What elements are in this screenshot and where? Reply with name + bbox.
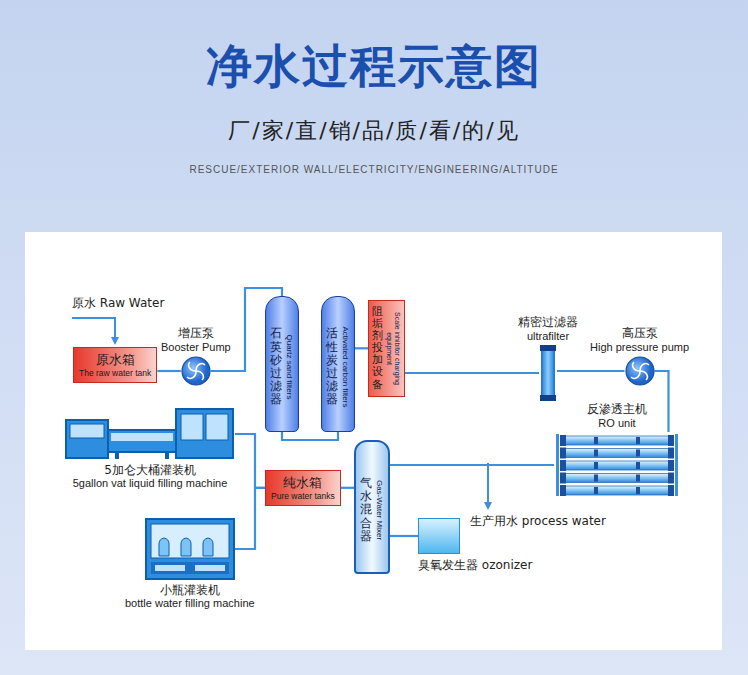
label-text: 臭氧发生器 ozonizer bbox=[418, 557, 532, 574]
pipe-connector bbox=[390, 464, 554, 466]
label-text: ultrafilter bbox=[527, 330, 569, 343]
rotated-label: Gas-Water Mixer bbox=[374, 460, 384, 560]
pipe-connector bbox=[390, 535, 418, 537]
machine-art-art bbox=[65, 408, 235, 460]
filter-vessel: 石英砂过滤器Quartz sand filters bbox=[265, 296, 299, 432]
pipe-connector bbox=[355, 347, 368, 349]
pipe-connector bbox=[655, 371, 669, 432]
label-text: Booster Pump bbox=[161, 341, 231, 354]
ozonizer-node: 臭氧发生器 ozonizer bbox=[418, 518, 532, 574]
vertical-label: 石英砂过滤器 bbox=[270, 327, 282, 406]
tank-box: 原水箱The raw water tank bbox=[73, 347, 157, 383]
rotated-label: Scale inhibitor charging equipment bbox=[384, 306, 401, 390]
page-title: 净水过程示意图 bbox=[0, 36, 748, 98]
text-label: RESCUE/EXTERIOR WALL/ELECTRICITY/ENGINEE… bbox=[0, 164, 748, 175]
label-text: Pure water tanks bbox=[271, 491, 335, 501]
label-text: The raw water tank bbox=[79, 368, 151, 378]
label-text: 原水箱 bbox=[79, 352, 151, 368]
process-water-pipe bbox=[487, 463, 489, 508]
vertical-label: 气水混合器 bbox=[360, 477, 372, 543]
vertical-label: 阻垢剂投加设备 bbox=[372, 306, 383, 391]
text-label: 生产用水 process water bbox=[470, 513, 606, 530]
vertical-label: 活性炭过滤器 bbox=[326, 327, 338, 406]
label-text: 高压泵 bbox=[622, 327, 658, 341]
label-text: bottle water filling machine bbox=[125, 597, 255, 609]
pipe-connector bbox=[235, 434, 265, 488]
pump-node: 增压泵Booster Pump bbox=[161, 327, 231, 386]
pump-symbol bbox=[181, 356, 211, 386]
label-text: 反渗透主机 bbox=[587, 403, 647, 417]
label-text: 5加仑大桶灌装机 bbox=[104, 463, 196, 477]
machine-art bbox=[65, 408, 235, 460]
pump-symbol-art bbox=[181, 356, 211, 386]
pipe-connector bbox=[282, 432, 338, 440]
text-label: 厂/家/直/销/品/质/看/的/见 bbox=[0, 116, 748, 146]
pump-symbol bbox=[625, 356, 655, 386]
filter-node: 精密过滤器ultrafilter bbox=[518, 316, 578, 401]
rotated-wrap: Gas-Water Mixer bbox=[374, 460, 384, 560]
pump-symbol-art bbox=[625, 356, 655, 386]
mixer-vessel: 气水混合器Gas-Water Mixer bbox=[354, 440, 390, 574]
pipe-connector bbox=[557, 370, 625, 372]
text-label: 原水 Raw Water bbox=[72, 295, 164, 312]
filling-machine: 小瓶灌装机bottle water filling machine bbox=[125, 518, 255, 609]
membrane-tubes-art bbox=[554, 432, 680, 498]
label-text: RO unit bbox=[598, 417, 635, 430]
machine-art bbox=[145, 518, 235, 580]
raw-water-pipe bbox=[72, 318, 115, 343]
filling-machine: 5加仑大桶灌装机5gallon vat liquid filling machi… bbox=[65, 408, 235, 489]
rotated-wrap: Quartz sand filters bbox=[284, 311, 294, 423]
cartridge-filter bbox=[539, 345, 557, 401]
rotated-label: Quartz sand filters bbox=[284, 311, 294, 423]
label-text: 精密过滤器 bbox=[518, 316, 578, 330]
label-text: 增压泵 bbox=[178, 327, 214, 341]
pipe-connector bbox=[157, 370, 181, 372]
ro-unit: 反渗透主机RO unit bbox=[554, 403, 680, 498]
pipe-connector bbox=[341, 487, 354, 489]
ozonizer-box bbox=[418, 518, 460, 554]
rotated-label: Activated carbon filters bbox=[340, 311, 350, 423]
rotated-wrap: Activated carbon filters bbox=[340, 311, 350, 423]
rotated-wrap: Scale inhibitor charging equipment bbox=[384, 306, 401, 390]
label-text: 纯水箱 bbox=[271, 475, 335, 491]
pipe-connector bbox=[235, 488, 265, 549]
dosing-box: 阻垢剂投加设备Scale inhibitor charging equipmen… bbox=[368, 300, 405, 397]
label-text: High pressure pump bbox=[590, 341, 689, 354]
label-text: 小瓶灌装机 bbox=[160, 583, 220, 597]
pipe-connector bbox=[405, 372, 539, 374]
cartridge-filter-art bbox=[539, 345, 557, 401]
filter-vessel: 活性炭过滤器Activated carbon filters bbox=[321, 296, 355, 432]
pump-node: 高压泵High pressure pump bbox=[590, 327, 689, 386]
machine-art-art bbox=[145, 518, 235, 580]
tank-box: 纯水箱Pure water tanks bbox=[265, 470, 341, 506]
label-text: 5gallon vat liquid filling machine bbox=[73, 477, 228, 489]
membrane-tubes bbox=[554, 432, 680, 498]
